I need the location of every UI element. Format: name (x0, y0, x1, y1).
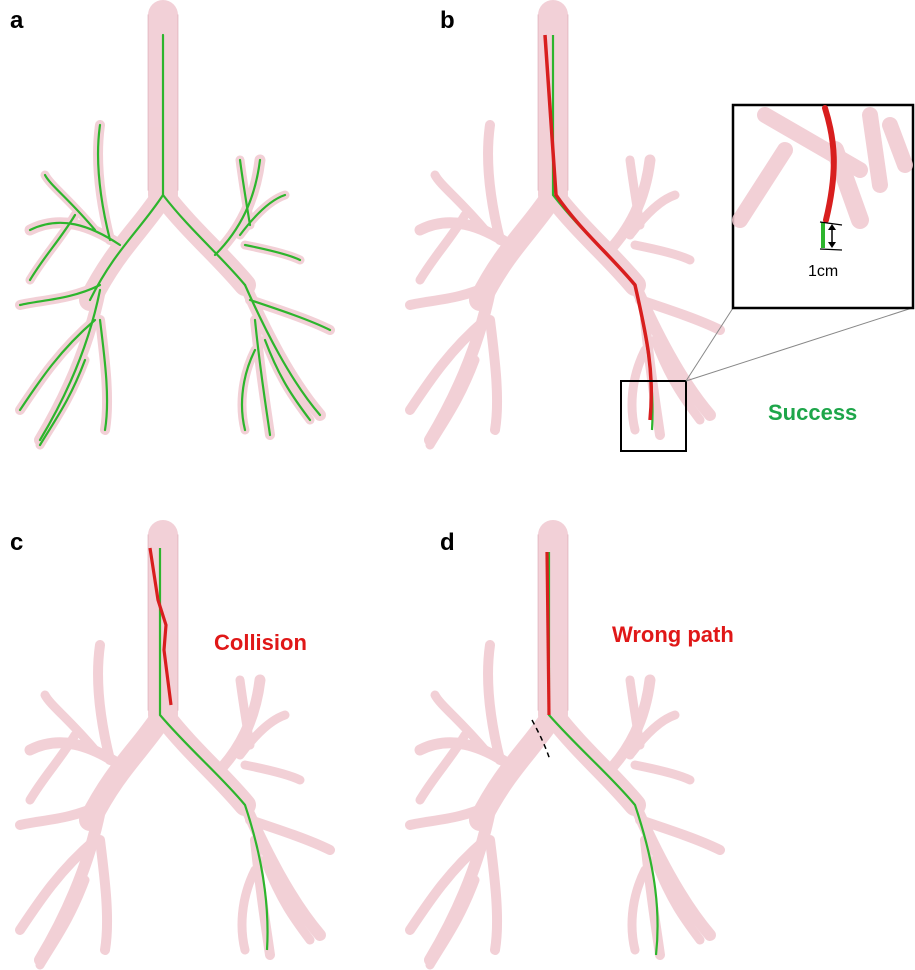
panel-letter-b: b (440, 7, 455, 34)
airway-tree-c (20, 535, 330, 965)
status-wrong-path: Wrong path (612, 622, 734, 647)
status-collision: Collision (214, 630, 307, 655)
catheter-path-d (547, 552, 549, 715)
panel-a: a (10, 7, 330, 445)
airway-tree-d (410, 535, 720, 965)
panel-letter-d: d (440, 529, 455, 556)
status-success: Success (768, 400, 857, 425)
zoom-inset: 1cm (733, 105, 913, 308)
panel-b: b Success 1cm (410, 7, 913, 451)
scale-label: 1cm (808, 263, 838, 280)
panel-letter-a: a (10, 7, 24, 34)
zoom-connector-top (686, 308, 912, 381)
panel-d: d Wrong path (410, 529, 734, 965)
panel-letter-c: c (10, 529, 23, 556)
panel-c: c Collision (10, 529, 330, 965)
